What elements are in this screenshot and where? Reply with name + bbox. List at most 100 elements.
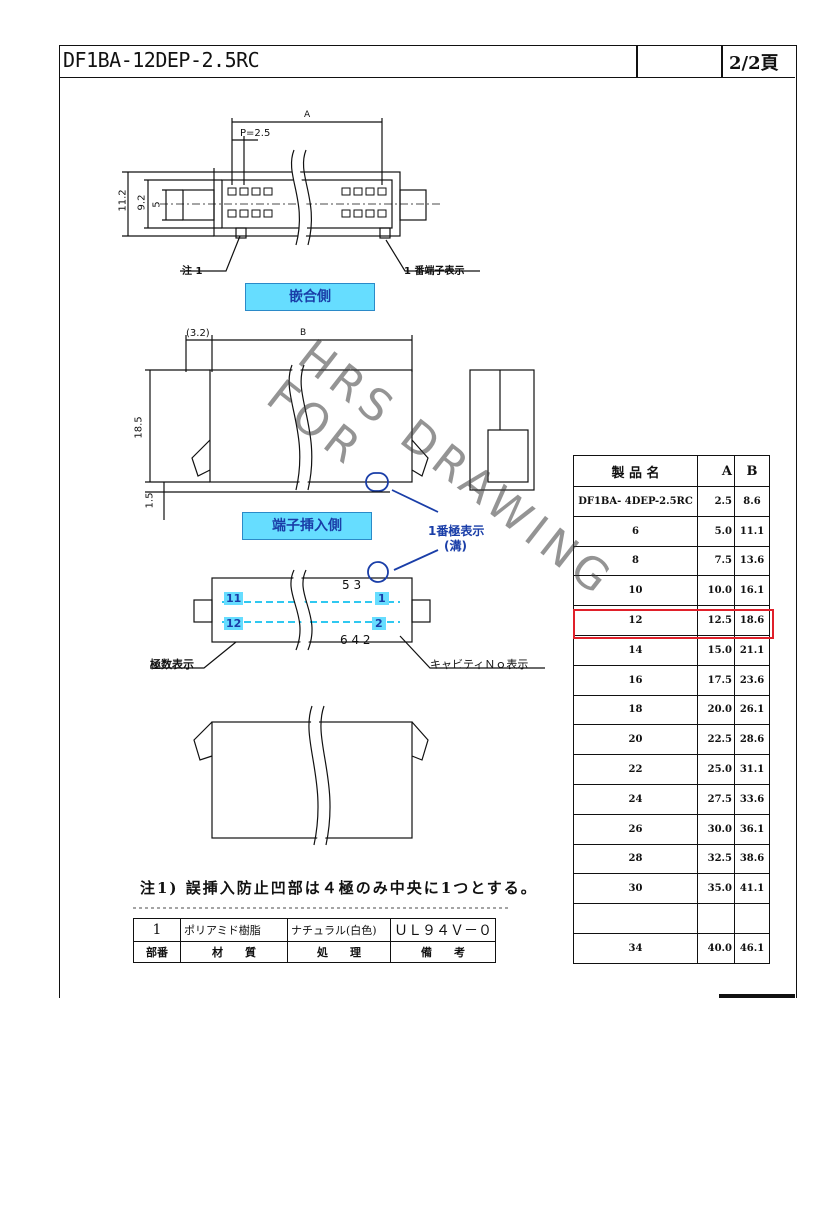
- dim-3-2-label: (3.2): [186, 328, 210, 339]
- spec-cell: 36.1: [734, 813, 770, 845]
- spec-cell: [697, 903, 735, 934]
- spec-header-cell: A: [697, 455, 735, 487]
- spec-cell: 32.5: [697, 843, 735, 875]
- spec-cell: 7.5: [697, 545, 735, 577]
- cavity-no-label: キャビティＮｏ表示: [430, 658, 529, 671]
- spec-cell: 8: [573, 545, 698, 577]
- spec-cell: 38.6: [734, 843, 770, 875]
- spec-cell: 33.6: [734, 783, 770, 815]
- cavity-2: 2: [372, 617, 386, 630]
- spec-header-cell: 製 品 名: [573, 455, 698, 487]
- spec-cell: 20: [573, 724, 698, 756]
- spec-cell: 28.6: [734, 724, 770, 756]
- material-table: 1 ポリアミド樹脂 ナチュラル(白色) ＵＬ９４Ｖ－０ 部番 材 質 処 理 備…: [133, 918, 496, 963]
- title-block: DF1BA-12DEP-2.5RC 2/2頁: [59, 45, 795, 78]
- highlight-row-box: [573, 609, 774, 639]
- dim-b-label: B: [300, 328, 307, 338]
- top-view-right-flange: [399, 189, 427, 221]
- spec-cell: 22.5: [697, 724, 735, 756]
- pitch-label: P=2.5: [240, 128, 271, 139]
- part-no-cell: 1: [133, 918, 181, 942]
- spec-cell: 2.5: [697, 486, 735, 517]
- header-finish: 処 理: [287, 941, 391, 963]
- terminal-side-label: 端子挿入側: [242, 512, 372, 540]
- drawing-frame: [59, 45, 797, 998]
- frame-corner-bar: [719, 994, 795, 998]
- side-view-body: [469, 369, 535, 491]
- note1-tag: 注 1: [182, 266, 203, 277]
- spec-cell: 30: [573, 873, 698, 905]
- material-cell: ポリアミド樹脂: [180, 918, 288, 942]
- remarks-cell: ＵＬ９４Ｖ－０: [390, 918, 496, 942]
- cavity-11: 11: [224, 592, 244, 605]
- spec-cell: 16.1: [734, 575, 770, 607]
- spec-cell: 11.1: [734, 515, 770, 547]
- spec-cell: 20.0: [697, 694, 735, 726]
- cavity-top-numbers: 5 3: [342, 578, 362, 592]
- spec-cell: 5.0: [697, 515, 735, 547]
- front-view-body: [209, 369, 413, 483]
- spec-cell: 8.6: [734, 486, 770, 517]
- spec-cell: 28: [573, 843, 698, 875]
- header-remarks: 備 考: [390, 941, 496, 963]
- spec-cell: 26: [573, 813, 698, 845]
- table-row: [573, 903, 770, 934]
- height-5-label: 5: [151, 201, 163, 208]
- pin1-mark-label: 1 番端子表示: [404, 266, 465, 277]
- spec-cell: 13.6: [734, 545, 770, 577]
- spec-cell: 35.0: [697, 873, 735, 905]
- pin1-groove-circle: [365, 472, 389, 492]
- spec-cell: 10: [573, 575, 698, 607]
- top-view-left-flange: [182, 189, 215, 221]
- spec-cell: 31.1: [734, 754, 770, 785]
- dim-a-label: A: [304, 110, 311, 120]
- spec-cell: 26.1: [734, 694, 770, 726]
- pin1-indicator-circle: [367, 561, 389, 583]
- key-notch: [379, 227, 391, 239]
- finish-cell: ナチュラル(白色): [287, 918, 391, 942]
- spec-cell: DF1BA- 4DEP-2.5RC: [573, 486, 698, 517]
- spec-cell: 10.0: [697, 575, 735, 607]
- part-number-title: DF1BA-12DEP-2.5RC: [63, 48, 260, 72]
- cavity-1: 1: [375, 592, 389, 605]
- page-number: 2/2頁: [729, 53, 779, 74]
- spec-cell: 21.1: [734, 634, 770, 666]
- spec-cell: 34: [573, 932, 698, 964]
- spec-cell: 46.1: [734, 932, 770, 964]
- spec-cell: 41.1: [734, 873, 770, 905]
- cavity-12: 12: [224, 617, 244, 630]
- spec-cell: [734, 903, 770, 934]
- spec-cell: 27.5: [697, 783, 735, 815]
- pin1-indicator-sub: (溝): [444, 539, 467, 553]
- note-1: 注1) 誤挿入防止凹部は４極のみ中央に1つとする。: [140, 879, 538, 897]
- spec-cell: 25.0: [697, 754, 735, 785]
- height-18-5-label: 18.5: [133, 416, 145, 439]
- spec-cell: 30.0: [697, 813, 735, 845]
- spec-cell: 24: [573, 783, 698, 815]
- height-9-2-label: 9.2: [136, 194, 148, 211]
- header-material: 材 質: [180, 941, 288, 963]
- mating-side-label: 嵌合側: [245, 283, 375, 311]
- spec-cell: 22: [573, 754, 698, 785]
- pole-count-label: 極数表示: [150, 658, 194, 671]
- spec-cell: 16: [573, 664, 698, 696]
- spec-cell: 17.5: [697, 664, 735, 696]
- spec-cell: [573, 903, 698, 934]
- spec-cell: 23.6: [734, 664, 770, 696]
- key-notch: [235, 227, 247, 239]
